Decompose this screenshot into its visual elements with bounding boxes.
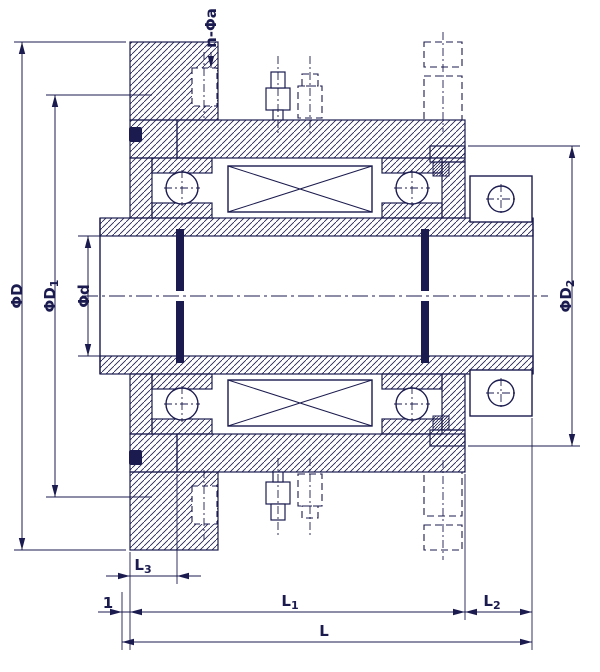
- shaft-top-wall: [99, 217, 534, 237]
- seal-ring: [129, 450, 142, 465]
- label-L1: L1: [281, 592, 298, 612]
- bore-seal-rings: [176, 229, 429, 363]
- grease-fittings-top: [265, 71, 323, 121]
- spacer-top: [227, 165, 373, 213]
- label-phi-d: Φd: [75, 284, 93, 308]
- right-flange: [469, 175, 533, 417]
- bearing-top-left: [151, 157, 213, 219]
- bolt-hole: [191, 67, 218, 107]
- label-phi-D1: ΦD1: [41, 280, 61, 313]
- shaft-bottom-wall: [99, 355, 534, 375]
- bolt-hole: [191, 485, 218, 525]
- label-bolt-holes: n-Φa: [202, 8, 220, 48]
- label-phi-D2: ΦD2: [557, 280, 577, 313]
- hidden-bolt: [423, 524, 463, 551]
- label-L3: L3: [134, 556, 151, 576]
- left-flange: [129, 41, 219, 551]
- dimension-lines: [18, 42, 576, 646]
- label-L2: L2: [483, 592, 500, 612]
- label-phi-D: ΦD: [8, 283, 26, 308]
- seal-ring: [129, 127, 142, 142]
- bearing-top-right: [381, 157, 443, 219]
- label-L: L: [319, 622, 329, 640]
- grease-fittings-bottom: [265, 471, 323, 521]
- label-1: 1: [103, 594, 113, 612]
- bearing-bottom-left: [151, 373, 213, 435]
- spacer-bottom: [227, 379, 373, 427]
- centerlines: [82, 32, 548, 560]
- dimension-labels: n-Φa ΦD ΦD1 Φd ΦD2 L3 1 L1 L2 L: [8, 8, 577, 640]
- bearing-bottom-right: [381, 373, 443, 435]
- housing: [176, 119, 466, 473]
